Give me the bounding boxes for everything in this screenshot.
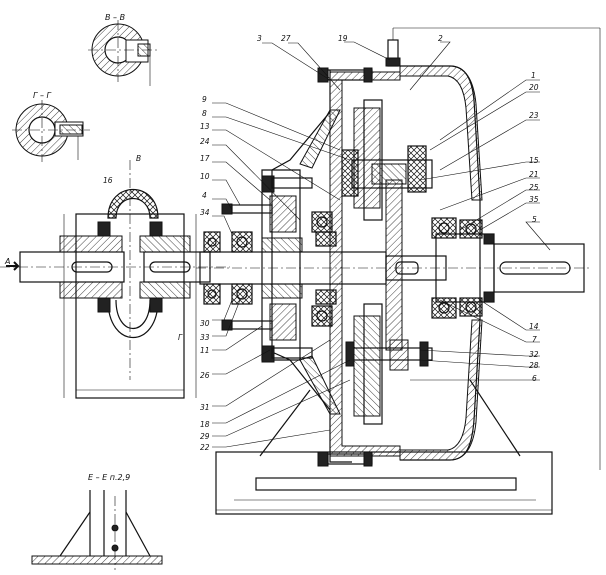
callout-right-23: 23 xyxy=(529,111,539,120)
callout-left-24: 24 xyxy=(200,137,210,146)
callout-right-7: 7 xyxy=(532,335,537,344)
callout-left-11: 11 xyxy=(200,346,210,355)
callout-left-34: 34 xyxy=(200,208,210,217)
callout-left-30: 30 xyxy=(200,319,210,328)
section-v-v: В – В xyxy=(88,13,160,86)
callouts-left: 9 8 13 24 17 10 4 34 30 33 11 26 31 18 2… xyxy=(200,95,210,452)
callout-left-13: 13 xyxy=(200,122,210,131)
section-g-g: Г – Г xyxy=(12,91,90,162)
callout-top-27: 27 xyxy=(281,34,291,43)
main-gearbox xyxy=(196,27,601,515)
callout-left-33: 33 xyxy=(200,333,210,342)
callout-right-20: 20 xyxy=(529,83,539,92)
callout-right-28: 28 xyxy=(529,361,539,370)
callout-left-26: 26 xyxy=(200,371,210,380)
callout-left-18: 18 xyxy=(200,420,210,429)
callouts-right: 1 20 23 15 21 25 35 5 14 7 32 28 6 xyxy=(529,71,539,383)
callout-top-3: 3 xyxy=(257,34,262,43)
callout-left-4: 4 xyxy=(202,191,207,200)
callout-right-21: 21 xyxy=(529,170,539,179)
callout-right-25: 25 xyxy=(529,183,539,192)
view-a-mark: А xyxy=(4,257,10,266)
callout-left-29: 29 xyxy=(200,432,210,441)
coupling-view: 16 А В Г xyxy=(0,154,230,399)
callout-right-14: 14 xyxy=(529,322,539,331)
leader-lines xyxy=(212,41,551,448)
elastic-element-top xyxy=(107,188,159,219)
callout-right-1: 1 xyxy=(531,71,536,80)
section-e-e: Е – Е п.2,9 xyxy=(31,473,163,570)
coupling-label-v: В xyxy=(136,154,141,163)
callout-left-10: 10 xyxy=(200,172,210,181)
callout-right-5: 5 xyxy=(532,215,537,224)
callout-top-2: 2 xyxy=(438,34,443,43)
section-e-e-label: Е – Е п.2,9 xyxy=(88,473,130,482)
callout-right-32: 32 xyxy=(529,350,539,359)
callout-left-17: 17 xyxy=(200,154,210,163)
callout-right-6: 6 xyxy=(532,374,537,383)
callout-left-31: 31 xyxy=(200,403,210,412)
section-g-g-label: Г – Г xyxy=(33,91,52,100)
callout-right-15: 15 xyxy=(529,156,539,165)
callout-left-22: 22 xyxy=(200,443,210,452)
section-v-v-label: В – В xyxy=(105,13,125,22)
callout-left-9: 9 xyxy=(202,95,207,104)
coupling-label-16: 16 xyxy=(103,176,113,185)
coupling-label-g: Г xyxy=(178,333,183,342)
callout-top-19: 19 xyxy=(338,34,348,43)
callout-left-8: 8 xyxy=(202,109,207,118)
callouts-top: 3 27 19 2 xyxy=(257,34,443,43)
callout-right-35: 35 xyxy=(529,195,539,204)
